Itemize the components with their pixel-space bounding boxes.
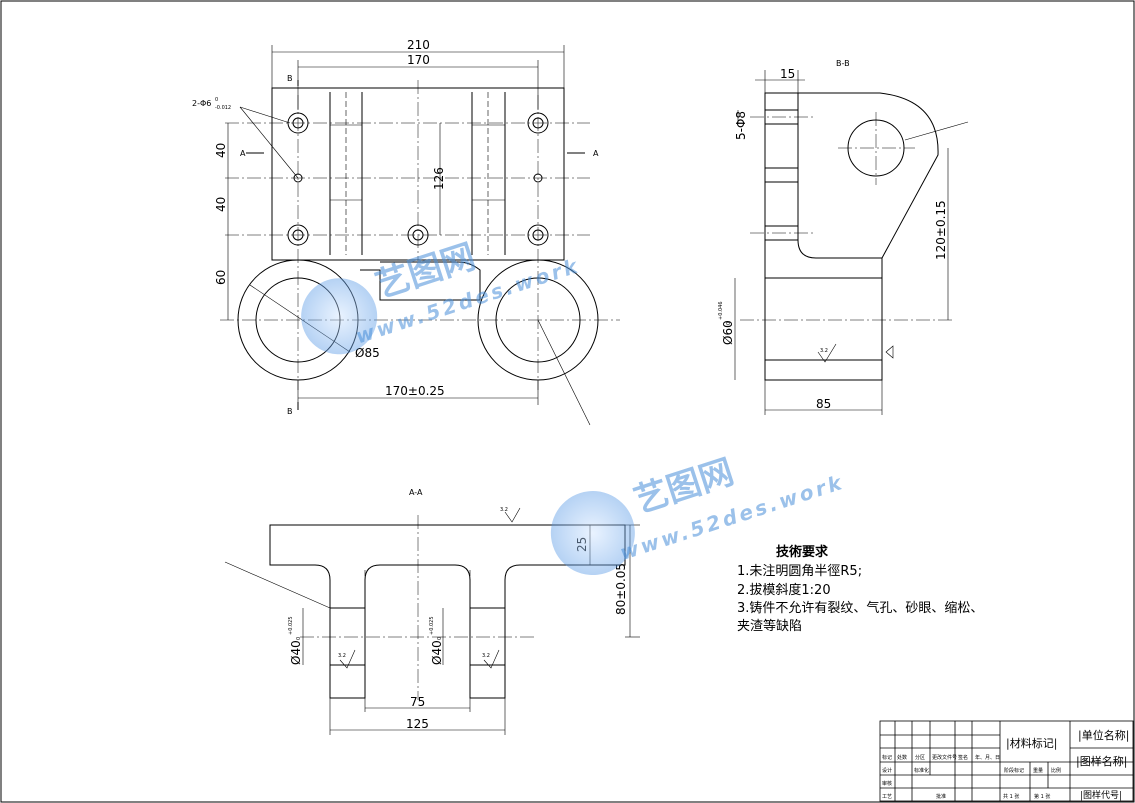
front-dim-60: 60 [214,270,228,285]
watermark-globe-icon [550,491,635,576]
section-tol-lower-right: 0 [437,637,443,640]
watermark-2: 艺图网 www.52des.work [550,452,847,576]
side-roughness: 3.2 [820,348,828,354]
section-dim-bore-right: Ø40 [430,640,444,665]
tb-header-4: 签名 [958,754,968,761]
front-hole-callout: 2-Φ6 [192,99,211,108]
tb-row-label-1: 审核 [882,780,892,787]
tb-drawing-code: |图样代号| [1080,789,1122,801]
section-tol-lower-left: 0 [296,637,302,640]
front-dim-126: 126 [432,167,446,190]
watermark-1: 艺图网 www.52des.work [301,237,583,355]
tb-material-mark: |材料标记| [1006,736,1057,751]
tb-stage-1: 重量 [1033,767,1043,774]
tb-row-label-2: 工艺 [882,794,892,800]
tech-line-3: 3.铸件不允许有裂纹、气孔、砂眼、缩松、 [737,600,983,616]
section-roughness-top: 3.2 [500,507,508,513]
section-roughness-right: 3.2 [482,653,490,659]
tb-unit-name: |单位名称| [1078,728,1129,743]
tb-sheet-no: 第 1 张 [1034,793,1050,800]
section-a-right: A [593,149,599,158]
side-dim-15: 15 [780,67,795,81]
tb-header-2: 分区 [915,754,925,761]
front-dim-bore: Ø85 [355,346,380,360]
front-hole-tol-upper: 0 [215,97,218,103]
section-a-left: A [240,149,246,158]
watermark-globe-icon [301,278,378,355]
side-view [734,70,969,415]
tb-header-5: 年、月、日 [975,754,1000,761]
section-dim-80: 80±0.05 [614,563,628,615]
side-dim-bore-tol-lower: 0 [726,322,732,325]
section-dim-125: 125 [406,717,429,731]
front-dim-40b: 40 [214,197,228,212]
front-dim-170: 170 [407,53,430,67]
section-dim-75: 75 [410,695,425,709]
side-dim-bore: Ø60 [721,320,735,345]
tb-header-1: 处数 [897,754,907,761]
tb-header-3: 更改文件号 [932,754,957,761]
title-block [879,720,1134,802]
front-dim-bore-spacing: 170±0.25 [385,384,445,398]
section-b-bottom: B [287,407,293,416]
front-dim-40a: 40 [214,143,228,158]
tb-stage-2: 比例 [1051,767,1061,774]
tb-row-cell-0: 标准化 [914,767,929,774]
front-hole-tol-lower: -0.012 [215,105,231,111]
tb-stage-0: 阶段标记 [1004,767,1024,774]
section-tol-upper-left: +0.025 [288,616,294,635]
front-view [220,45,620,426]
side-title: B-B [836,59,850,68]
section-tol-upper-right: +0.025 [429,616,435,635]
side-dim-height: 120±0.15 [934,200,948,260]
tb-row-label-0: 设计 [882,767,892,774]
section-b-top: B [287,74,293,83]
section-dim-bore-left: Ø40 [289,640,303,665]
tb-drawing-name: |图样名称| [1076,754,1127,769]
side-dim-hole: 5-Φ8 [734,111,748,140]
section-roughness-left: 3.2 [338,653,346,659]
tech-line-4: 夹渣等缺陷 [737,618,802,634]
tech-line-2: 2.拔模斜度1:20 [737,582,831,598]
tb-sheet-total: 共 1 张 [1003,793,1019,800]
section-title: A-A [409,488,423,497]
tech-title: 技術要求 [776,544,829,560]
tb-header-0: 标记 [882,754,892,761]
front-dim-210: 210 [407,38,430,52]
tech-line-1: 1.未注明圆角半徑R5; [737,564,862,579]
side-dim-bore-tol-upper: +0.046 [718,301,724,320]
tb-row-cell-1: 批准 [936,793,946,800]
side-dim-85: 85 [816,397,831,411]
